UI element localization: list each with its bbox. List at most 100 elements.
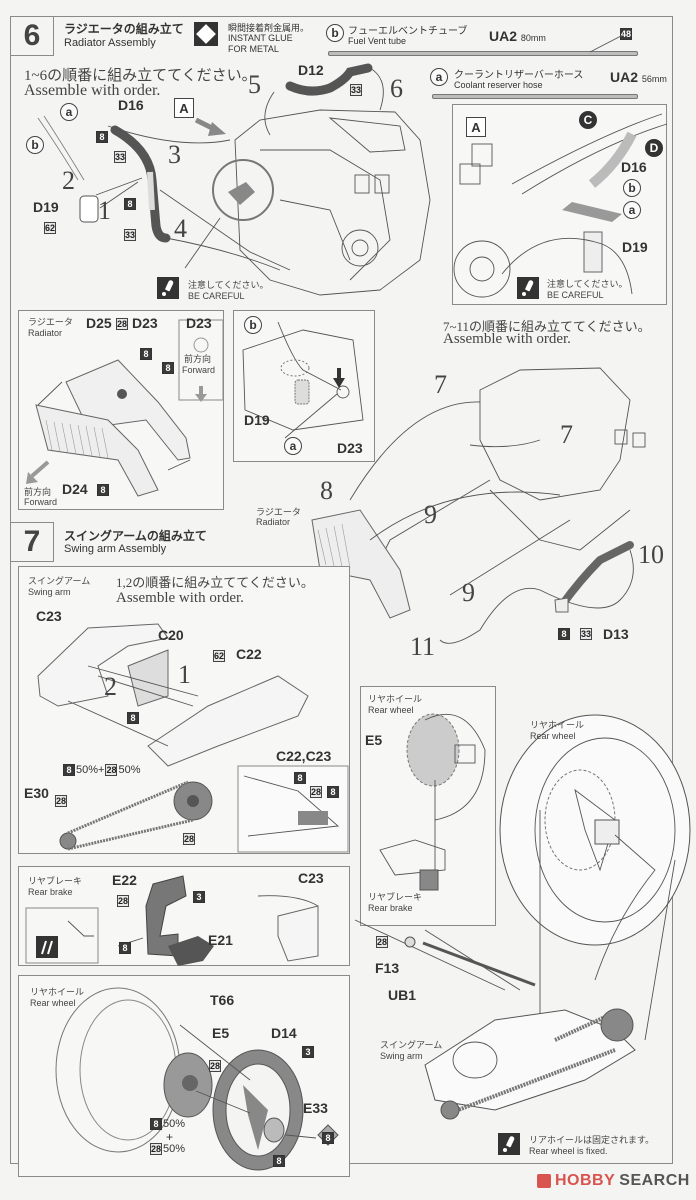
step-7-number: 7 <box>10 522 54 562</box>
wheel-fixed-caution-icon <box>498 1133 520 1155</box>
radiator-forward2-jp: 前方向 <box>24 488 52 498</box>
step-6-number: 6 <box>10 16 54 56</box>
tube-b-part: UA2 80mm <box>489 28 546 44</box>
glue-note-en-1: INSTANT GLUE <box>228 33 293 43</box>
radiator-d25: D25 <box>86 315 112 331</box>
watermark-brand-a: HOBBY <box>555 1172 616 1189</box>
chain-paint-28: 28 <box>105 764 118 776</box>
swingarm-order-1: 1 <box>178 660 191 689</box>
detail-wheel-jp: リヤホイール <box>368 695 423 705</box>
hose-detail-illustration <box>242 321 364 439</box>
order-num-9b: 9 <box>462 578 475 607</box>
tube-a-part-id: UA2 <box>610 69 639 85</box>
wheel-mix-b-pct: 50% <box>163 1143 186 1155</box>
hobby-search-logo-icon <box>537 1174 551 1188</box>
rear-brake-illustration <box>25 875 319 966</box>
radiator-d24: D24 <box>62 481 88 497</box>
label-ub1: UB1 <box>388 987 417 1003</box>
order-num-9a: 9 <box>424 500 437 529</box>
detail-a-caution-en: BE CAREFUL <box>547 290 604 300</box>
detail-a-caution-icon <box>517 277 539 299</box>
brake-paint-3: 3 <box>193 891 205 903</box>
order-num-11: 11 <box>410 632 436 661</box>
order-num-3: 3 <box>168 140 181 169</box>
hose-detail-a: a <box>284 437 302 455</box>
rear-brake-title-en: Rear brake <box>28 887 73 897</box>
chain-paint-8: 8 <box>63 764 75 776</box>
radiator-forward-en: Forward <box>182 365 216 375</box>
glue-note-jp: 瞬間接着剤金属用。 <box>228 24 310 34</box>
tube-a-graphic <box>432 94 638 99</box>
caution-jp: 注意してください。 <box>188 281 269 291</box>
tube-b-leader <box>589 35 622 53</box>
chain-mix-text: 50%+ <box>76 764 105 776</box>
marker-a: a <box>430 68 448 86</box>
detail-a-a: a <box>623 201 641 219</box>
detail-swingarm-en: Swing arm <box>380 1051 423 1061</box>
paint-33-d16: 33 <box>114 151 126 163</box>
order2-note-en: Assemble with order. <box>443 331 571 347</box>
hose-detail-d23: D23 <box>337 440 363 456</box>
tube-b-part-id: UA2 <box>489 28 518 44</box>
marker-b-main: b <box>26 136 44 154</box>
wheel-mix-paint-28: 28 <box>150 1143 162 1155</box>
wheel-mix-paint-8: 8 <box>150 1118 162 1130</box>
radiator-title-en: Radiator <box>28 328 63 338</box>
hobby-search-watermark: HOBBY SEARCH <box>537 1172 690 1190</box>
step-7-title-en: Swing arm Assembly <box>64 543 167 555</box>
brake-paint-28: 28 <box>117 895 129 907</box>
tube-b-name-jp: フューエルベントチューブ <box>348 26 468 37</box>
step-7-title-jp: スイングアームの組み立て <box>64 529 207 543</box>
radiator-paint-8-c: 8 <box>97 484 109 496</box>
order-note-jp: 1~6の順番に組み立ててください。 <box>24 68 257 84</box>
tube-b-name-en: Fuel Vent tube <box>348 36 407 46</box>
f13-paint-28: 28 <box>376 936 388 948</box>
swingarm-order-jp: 1,2の順番に組み立ててください。 <box>116 575 314 590</box>
detail-brake-en: Rear brake <box>368 903 413 913</box>
label-f13: F13 <box>375 960 400 976</box>
order-num-7b: 7 <box>560 420 573 449</box>
order-num-7a: 7 <box>434 370 447 399</box>
brake-label-c23: C23 <box>298 870 324 886</box>
rear-wheel-illustration <box>55 987 339 1171</box>
order-num-8: 8 <box>320 476 333 505</box>
paint-62-d19: 62 <box>44 222 56 234</box>
hub-paint-8: 8 <box>273 1155 285 1167</box>
hose-detail-d19: D19 <box>244 412 270 428</box>
radiator-install-illustration <box>311 367 646 644</box>
paint-8-mid: 8 <box>124 198 136 210</box>
step-6-title-en: Radiator Assembly <box>64 37 156 49</box>
label-e30: E30 <box>24 785 49 801</box>
detail-swingarm-jp: スイングアーム <box>380 1041 443 1051</box>
swingarm-order-2: 2 <box>104 672 117 701</box>
wheel-paint-3: 3 <box>302 1046 314 1058</box>
order2-note-jp: 7~11の順番に組み立ててください。 <box>443 319 651 334</box>
engine-illustration <box>37 63 431 296</box>
paint-33-d12: 33 <box>350 84 362 96</box>
chain-mix-text-2: 50% <box>118 764 141 776</box>
marker-d: D <box>645 139 663 157</box>
label-c20: C20 <box>158 627 184 643</box>
swingarm-title-jp: スイングアーム <box>28 577 91 587</box>
glue-note-en-2: FOR METAL <box>228 44 279 54</box>
label-e5: E5 <box>212 1025 230 1041</box>
radiator-inset-d23: D23 <box>186 315 212 331</box>
tube-b-paint: 48 <box>620 28 632 40</box>
radiator-illustration <box>26 319 224 497</box>
hose-detail-b: b <box>244 316 262 334</box>
step-6-title-jp: ラジエータの組み立て <box>64 22 184 36</box>
detail-a-illustration <box>453 113 668 298</box>
order-num-4: 4 <box>174 214 187 243</box>
tube-a-length: 56mm <box>641 74 667 84</box>
watermark-brand-b: SEARCH <box>619 1172 690 1189</box>
wheel-fixed-note-jp: リアホイールは固定されます。 <box>529 1136 655 1146</box>
label-d19: D19 <box>33 199 59 215</box>
radiator-d23: D23 <box>132 315 158 331</box>
rear-brake-title-jp: リヤブレーキ <box>28 877 83 887</box>
wheel-mix-plus: + <box>166 1130 174 1144</box>
rear-wheel-title-en: Rear wheel <box>30 998 76 1008</box>
order-num-6: 6 <box>390 74 403 103</box>
detail-a-label: A <box>466 117 486 137</box>
detail-wheel-en: Rear wheel <box>368 705 414 715</box>
label-c22: C22 <box>236 646 262 662</box>
